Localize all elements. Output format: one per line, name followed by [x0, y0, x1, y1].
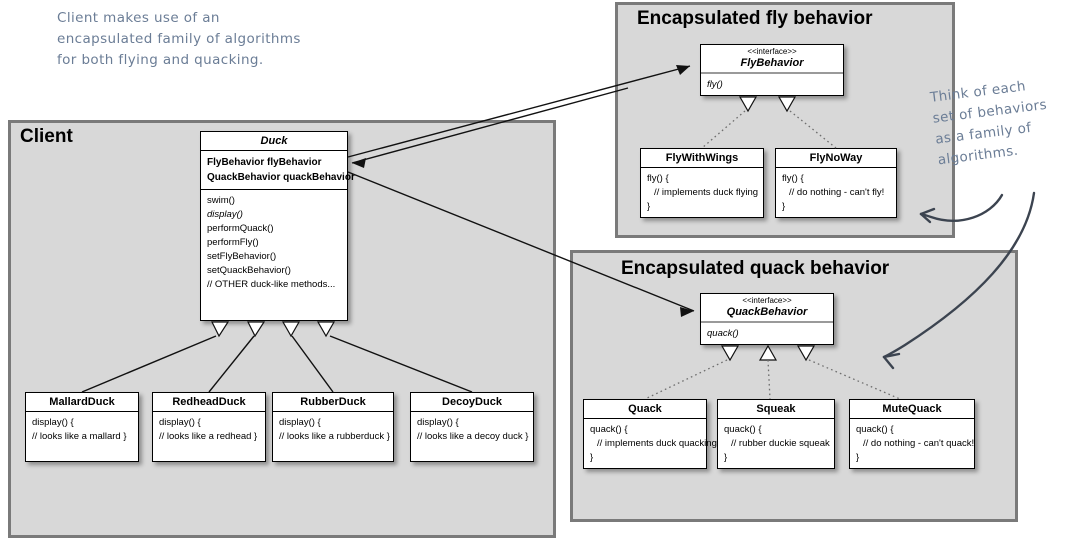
class-body-flynoway: fly() { // do nothing - can't fly! }: [782, 173, 885, 212]
class-name-flywithwings: FlyWithWings: [641, 149, 763, 168]
class-body-flywithwings: fly() { // implements duck flying }: [647, 173, 759, 212]
panel-fly-behavior-title: Encapsulated fly behavior: [637, 8, 873, 29]
class-methods-quackbehavior: quack(): [707, 328, 739, 339]
class-body-mutequack: quack() { // do nothing - can't quack! }: [856, 424, 975, 463]
class-box-duck[interactable]: Duck FlyBehavior flyBehavior QuackBehavi…: [200, 131, 355, 321]
class-methods-duck: swim() display() performQuack() performF…: [207, 195, 336, 290]
class-name-quackbehavior: <<interface>> QuackBehavior: [701, 294, 833, 323]
annotation-left: Client makes use of an encapsulated fami…: [57, 10, 301, 68]
class-box-decoyduck[interactable]: DecoyDuck display() { // looks like a de…: [410, 392, 534, 462]
class-body-mallardduck: display() { // looks like a mallard }: [32, 417, 127, 442]
class-body-redheadduck: display() { // looks like a redhead }: [159, 417, 258, 442]
class-box-squeak[interactable]: Squeak quack() { // rubber duckie squeak…: [717, 399, 835, 469]
class-name-decoyduck: DecoyDuck: [411, 393, 533, 412]
class-box-rubberduck[interactable]: RubberDuck display() { // looks like a r…: [272, 392, 394, 462]
class-box-flynoway[interactable]: FlyNoWay fly() { // do nothing - can't f…: [775, 148, 897, 218]
class-name-mutequack: MuteQuack: [850, 400, 974, 419]
class-name-mallardduck: MallardDuck: [26, 393, 138, 412]
class-name-rubberduck: RubberDuck: [273, 393, 393, 412]
class-name-flybehavior: <<interface>> FlyBehavior: [701, 45, 843, 74]
class-body-rubberduck: display() { // looks like a rubberduck }: [279, 417, 390, 442]
panel-quack-behavior-title: Encapsulated quack behavior: [621, 258, 890, 279]
class-body-squeak: quack() { // rubber duckie squeak }: [724, 424, 830, 463]
class-name-quack: Quack: [584, 400, 706, 419]
class-name-redheadduck: RedheadDuck: [153, 393, 265, 412]
class-body-decoyduck: display() { // looks like a decoy duck }: [417, 417, 529, 442]
class-box-quack[interactable]: Quack quack() { // implements duck quack…: [583, 399, 717, 469]
class-methods-flybehavior: fly(): [707, 79, 723, 90]
class-name-duck: Duck: [201, 132, 347, 151]
class-box-quackbehavior[interactable]: <<interface>> QuackBehavior quack(): [700, 293, 834, 345]
class-name-squeak: Squeak: [718, 400, 834, 419]
class-box-mallardduck[interactable]: MallardDuck display() { // looks like a …: [25, 392, 139, 462]
class-attributes-duck: FlyBehavior flyBehavior QuackBehavior qu…: [201, 151, 355, 190]
class-box-flywithwings[interactable]: FlyWithWings fly() { // implements duck …: [640, 148, 764, 218]
panel-client-title: Client: [20, 126, 73, 147]
annotation-right: Think of each set of behaviors as a fami…: [929, 78, 1048, 169]
class-body-quack: quack() { // implements duck quacking }: [590, 424, 717, 463]
class-box-flybehavior[interactable]: <<interface>> FlyBehavior fly(): [700, 44, 844, 96]
class-box-mutequack[interactable]: MuteQuack quack() { // do nothing - can'…: [849, 399, 975, 469]
class-box-redheadduck[interactable]: RedheadDuck display() { // looks like a …: [152, 392, 266, 462]
class-name-flynoway: FlyNoWay: [776, 149, 896, 168]
panel-quack-behavior: [570, 250, 1018, 522]
